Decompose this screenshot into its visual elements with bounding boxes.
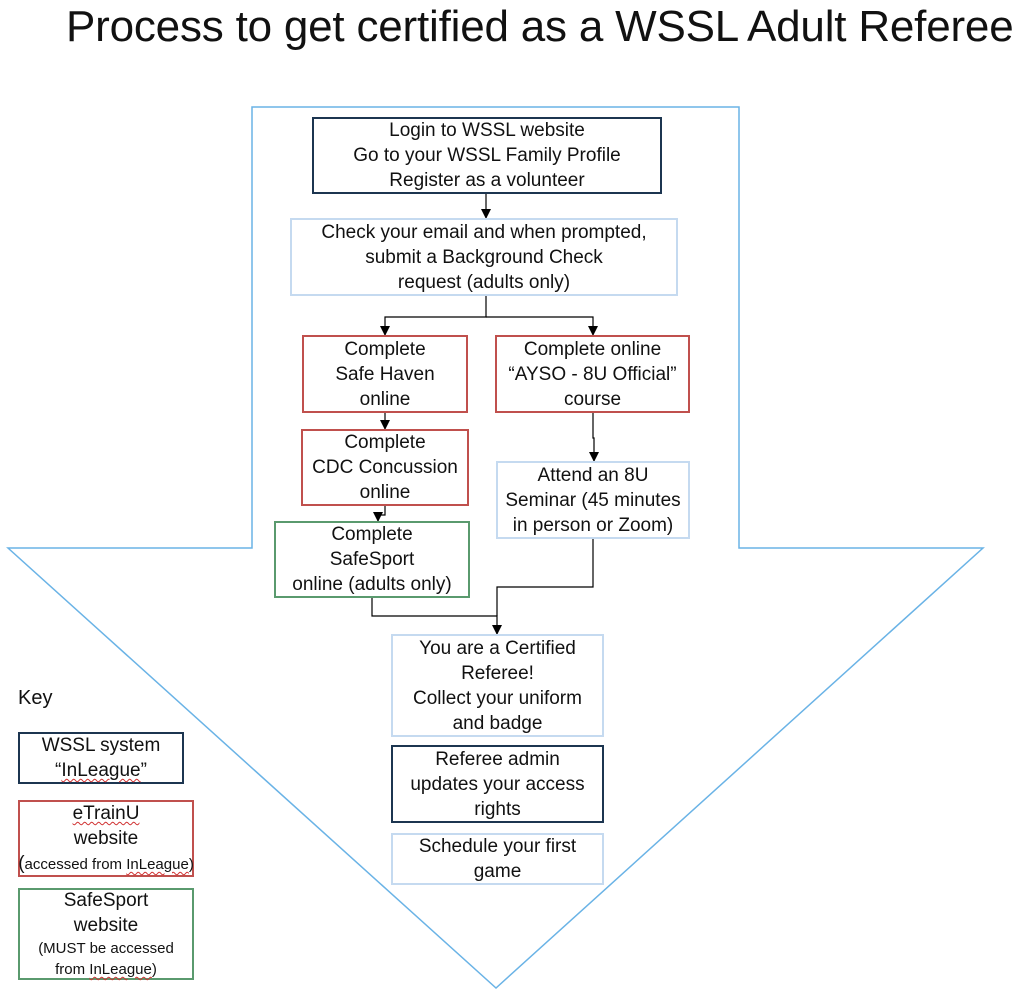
key-etrainu-accessed-from: accessed from [24,856,127,873]
step-schedule-line-1: Schedule your first [418,836,577,857]
step-certified-line-3: Collect your uniform [413,687,582,709]
key-etrainu-close-paren: ) [188,856,194,873]
step-cdc-line-3: online [359,482,411,503]
step-certified-line-4: and badge [452,712,543,734]
step-ayso-line-2: “AYSO - 8U Official” [508,363,677,385]
key-safesport-line-1: SafeSport [63,890,149,911]
key-safesport-inleague: InLeague [89,961,152,978]
step-cdc-concussion: Complete CDC Concussion online [301,429,469,506]
step-safe-haven-line-1: Complete [344,338,426,360]
step-background-check: Check your email and when prompted, subm… [290,218,678,296]
step-login-register: Login to WSSL website Go to your WSSL Fa… [312,117,662,194]
step-certified-line-2: Referee! [461,662,534,684]
step-safesport-line-3: online (adults only) [292,574,452,595]
page-title: Process to get certified as a WSSL Adult… [66,2,1014,51]
step-certified-line-1: You are a Certified [419,637,576,659]
step-login-line-3: Register as a volunteer [389,170,585,191]
step-safesport-line-2: SafeSport [329,549,415,570]
step-ayso-course: Complete online “AYSO - 8U Official” cou… [495,335,690,413]
step-background-line-3: request (adults only) [397,271,571,293]
key-etrainu-inleague: InLeague [126,856,189,873]
key-etrainu-open-paren: ( [18,853,25,874]
step-cdc-line-2: CDC Concussion [312,457,458,478]
step-seminar-line-3: in person or Zoom) [512,514,674,536]
step-safe-haven-line-2: Safe Haven [335,363,435,385]
step-admin-line-2: updates your access [410,773,585,795]
step-seminar-line-1: Attend an 8U [537,464,649,486]
key-safesport-line-2: website [73,915,139,936]
step-background-line-1: Check your email and when prompted, [321,221,647,243]
key-wssl-line-1: WSSL system [41,735,161,756]
key-label: Key [18,687,53,709]
step-safe-haven-line-3: online [359,388,411,410]
step-schedule-first-game: Schedule your first game [391,833,604,885]
step-ayso-line-1: Complete online [523,338,662,360]
step-certified-referee: You are a Certified Referee! Collect you… [391,634,604,737]
key-wssl-line-2: “InLeague” [55,758,147,783]
step-login-line-1: Login to WSSL website [389,120,585,141]
key-wssl-close-quote: ” [140,760,147,781]
key-etrainu-line-2: website [73,828,139,849]
key-safesport-line-4: from InLeague) [55,959,157,980]
step-admin-line-1: Referee admin [435,748,560,770]
key-safesport-from: from [55,961,90,978]
key-wssl-open-quote: “ [55,760,62,781]
step-8u-seminar: Attend an 8U Seminar (45 minutes in pers… [496,461,690,539]
key-etrainu-line-3: (accessed from InLeague) [18,851,194,876]
step-ayso-line-3: course [563,388,622,410]
step-admin-line-3: rights [474,798,521,820]
key-etrainu-line-1: eTrainU [72,803,140,824]
step-login-line-2: Go to your WSSL Family Profile [353,145,621,166]
key-wssl-system: WSSL system “InLeague” [18,732,184,784]
step-admin-access-rights: Referee admin updates your access rights [391,745,604,823]
step-schedule-line-2: game [473,861,522,882]
key-safesport-line-3: (MUST be accessed [38,940,174,957]
step-safesport-line-1: Complete [331,524,413,545]
key-etrainu-website: eTrainU website (accessed from InLeague) [18,800,194,877]
step-safe-haven: Complete Safe Haven online [302,335,468,413]
step-seminar-line-2: Seminar (45 minutes [505,489,681,511]
key-wssl-inleague: InLeague [61,760,141,781]
step-cdc-line-1: Complete [344,432,426,453]
key-safesport-close-paren: ) [151,961,157,978]
key-safesport-website: SafeSport website (MUST be accessed from… [18,888,194,980]
step-safesport: Complete SafeSport online (adults only) [274,521,470,598]
step-background-line-2: submit a Background Check [365,246,603,268]
